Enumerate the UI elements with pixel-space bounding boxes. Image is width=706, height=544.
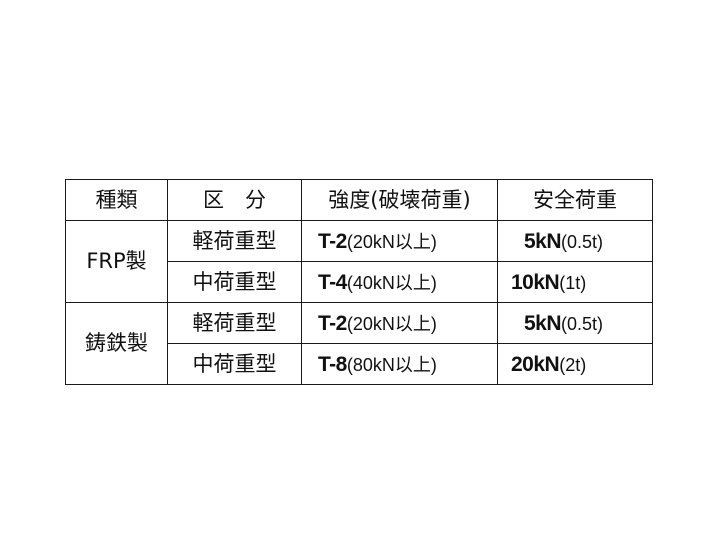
- safe-load-value: 5kN: [524, 229, 562, 253]
- safe-load-ton: (1t): [559, 272, 587, 293]
- class-cell: 中荷重型: [167, 261, 302, 303]
- safe-load-cell: 20kN(2t): [497, 343, 653, 385]
- class-cell: 軽荷重型: [167, 302, 302, 344]
- class-cell: 中荷重型: [167, 343, 302, 385]
- strength-code: T-2: [318, 311, 347, 335]
- strength-rating: (80kN以上): [346, 354, 437, 375]
- safe-load-ton: (0.5t): [561, 231, 604, 252]
- strength-code: T-4: [318, 270, 347, 294]
- type-cell-frp: FRP製: [65, 220, 168, 303]
- strength-cell: T-8(80kN以上): [301, 343, 498, 385]
- table-row: FRP製 軽荷重型 T-2(20kN以上) 5kN(0.5t): [65, 220, 653, 303]
- safe-load-cell: 10kN(1t): [497, 261, 653, 303]
- safe-load-value: 20kN: [511, 352, 560, 376]
- header-type: 種類: [65, 179, 168, 221]
- safe-load-value: 5kN: [524, 311, 562, 335]
- safe-load-value: 10kN: [511, 270, 560, 294]
- safe-load-ton: (2t): [559, 354, 587, 375]
- safe-load-ton: (0.5t): [561, 313, 604, 334]
- table-row: 鋳鉄製 軽荷重型 T-2(20kN以上) 5kN(0.5t): [65, 302, 653, 385]
- strength-cell: T-2(20kN以上): [301, 302, 498, 344]
- table-row: 中荷重型 T-4(40kN以上) 10kN(1t): [66, 261, 653, 303]
- strength-code: T-2: [318, 229, 347, 253]
- header-row: 種類 区 分 強度(破壊荷重) 安全荷重: [65, 179, 653, 221]
- strength-cell: T-4(40kN以上): [301, 261, 498, 303]
- strength-rating: (40kN以上): [346, 272, 437, 293]
- type-cell-cast-iron: 鋳鉄製: [65, 302, 168, 385]
- class-cell: 軽荷重型: [167, 220, 302, 262]
- table-row: 中荷重型 T-8(80kN以上) 20kN(2t): [66, 343, 653, 385]
- strength-code: T-8: [318, 352, 347, 376]
- load-spec-table: 種類 区 分 強度(破壊荷重) 安全荷重 FRP製 軽荷重型 T-2(20kN以…: [65, 179, 653, 385]
- strength-rating: (20kN以上): [346, 231, 437, 252]
- header-class: 区 分: [167, 179, 302, 221]
- header-safe-load: 安全荷重: [497, 179, 653, 221]
- safe-load-cell: 5kN(0.5t): [497, 220, 653, 262]
- strength-rating: (20kN以上): [346, 313, 437, 334]
- strength-cell: T-2(20kN以上): [301, 220, 498, 262]
- safe-load-cell: 5kN(0.5t): [497, 302, 653, 344]
- header-strength: 強度(破壊荷重): [301, 179, 498, 221]
